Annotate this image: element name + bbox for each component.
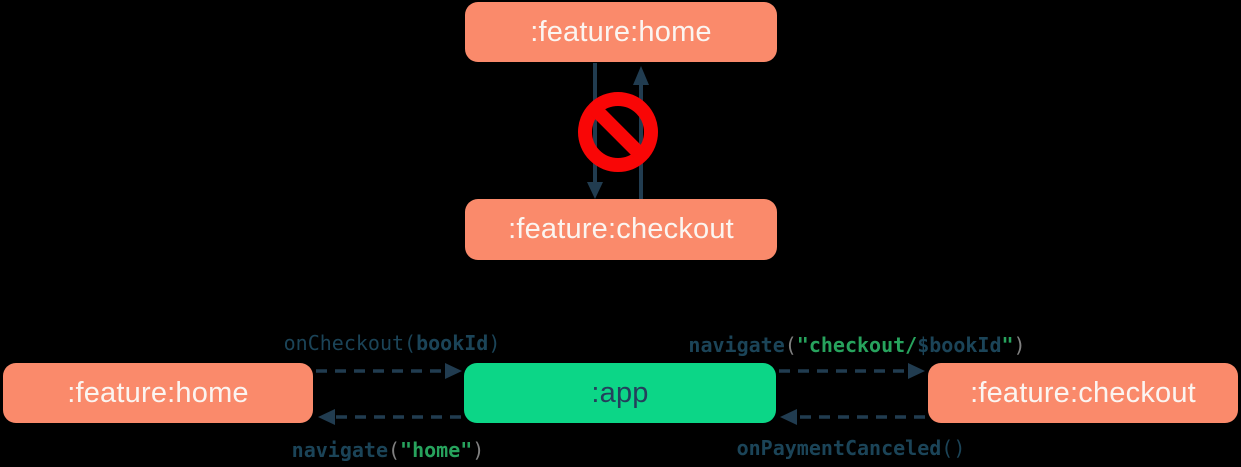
edge-app-to-home: [318, 409, 461, 425]
edge-home-to-app: [316, 363, 462, 379]
top-feature-checkout-box: :feature:checkout: [465, 199, 777, 260]
forbidden-dependency-arrows: [587, 63, 649, 199]
code-segment: navigate: [688, 333, 785, 357]
arrow-checkout-to-home-head: [633, 66, 649, 85]
edge-app-to-checkout: [779, 363, 925, 379]
code-segment: "checkout/: [796, 333, 918, 357]
code-segment: (: [784, 333, 797, 357]
edge-label-onpaymentcanceled: onPaymentCanceled(): [737, 435, 966, 461]
code-segment: ): [488, 331, 501, 355]
code-segment: ): [472, 438, 485, 462]
arrow-home-to-checkout-head: [587, 182, 603, 199]
code-segment: ": [1001, 333, 1014, 357]
code-segment: $bookId: [917, 333, 1002, 357]
edge-label-navigate-home: navigate("home"): [292, 437, 485, 463]
bottom-feature-checkout-box: :feature:checkout: [928, 363, 1238, 423]
code-segment: ): [1013, 333, 1026, 357]
code-segment: bookId: [416, 331, 489, 355]
code-segment: (): [941, 436, 966, 460]
code-segment: (: [387, 438, 401, 462]
no-entry-icon: [578, 92, 658, 172]
edge-label-navigate-checkout: navigate("checkout/$bookId"): [688, 332, 1025, 358]
code-segment: onCheckout(: [283, 331, 417, 355]
edge-checkout-to-app: [780, 409, 925, 425]
top-feature-home-box: :feature:home: [465, 2, 777, 62]
code-segment: onPaymentCanceled: [736, 436, 942, 460]
edge-label-oncheckout: onCheckout(bookId): [284, 330, 501, 356]
code-segment: navigate: [291, 438, 388, 462]
code-segment: "home": [400, 438, 473, 462]
bottom-feature-home-box: :feature:home: [3, 363, 313, 423]
app-box: :app: [464, 363, 776, 423]
